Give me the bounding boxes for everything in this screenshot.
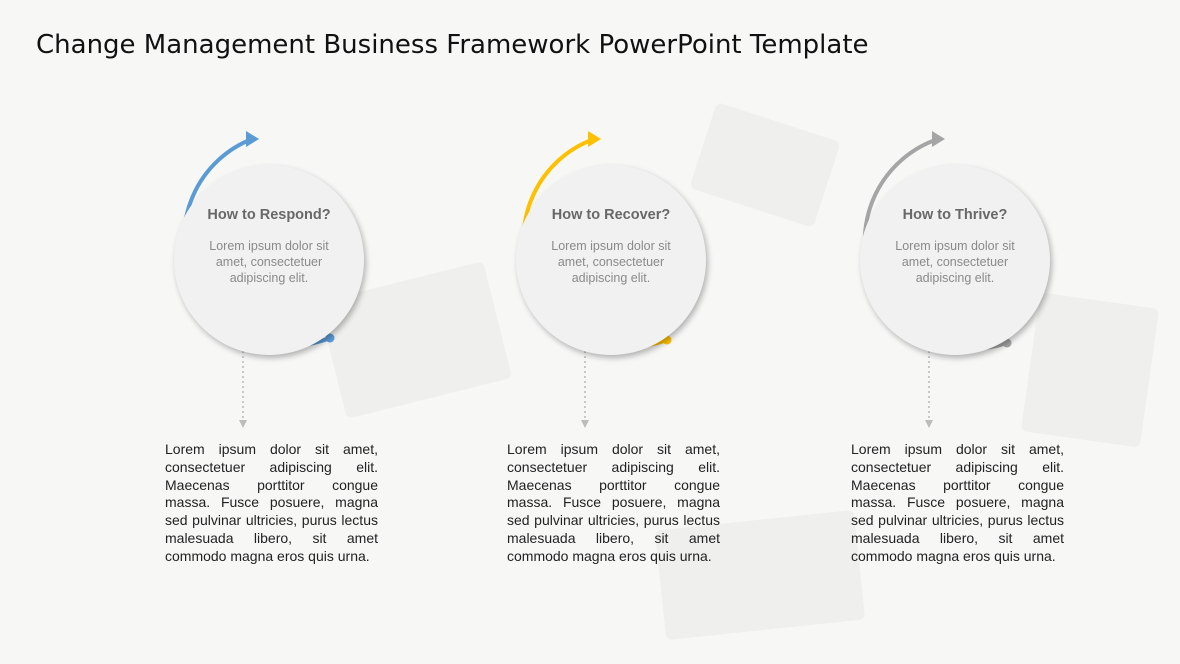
step-recover: How to Recover? Lorem ipsum dolor sit am… [442, 0, 782, 664]
step-description: Lorem ipsum dolor sit amet, consectetuer… [165, 441, 378, 564]
step-summary: Lorem ipsum dolor sit amet, consectetuer… [895, 239, 1015, 285]
step-summary: Lorem ipsum dolor sit amet, consectetuer… [209, 239, 329, 285]
step-heading: How to Respond? [207, 207, 331, 223]
step-description: Lorem ipsum dolor sit amet, consectetuer… [507, 441, 720, 564]
step-summary: Lorem ipsum dolor sit amet, consectetuer… [551, 239, 671, 285]
step-heading: How to Recover? [551, 207, 671, 223]
step-circle: How to Respond? Lorem ipsum dolor sit am… [174, 165, 364, 355]
slide-title: Change Management Business Framework Pow… [36, 30, 869, 60]
step-thrive: How to Thrive? Lorem ipsum dolor sit ame… [786, 0, 1126, 664]
step-circle: How to Recover? Lorem ipsum dolor sit am… [516, 165, 706, 355]
step-description: Lorem ipsum dolor sit amet, consectetuer… [851, 441, 1064, 564]
step-circle: How to Thrive? Lorem ipsum dolor sit ame… [860, 165, 1050, 355]
step-respond: How to Respond? Lorem ipsum dolor sit am… [100, 0, 440, 664]
step-heading: How to Thrive? [902, 207, 1008, 223]
